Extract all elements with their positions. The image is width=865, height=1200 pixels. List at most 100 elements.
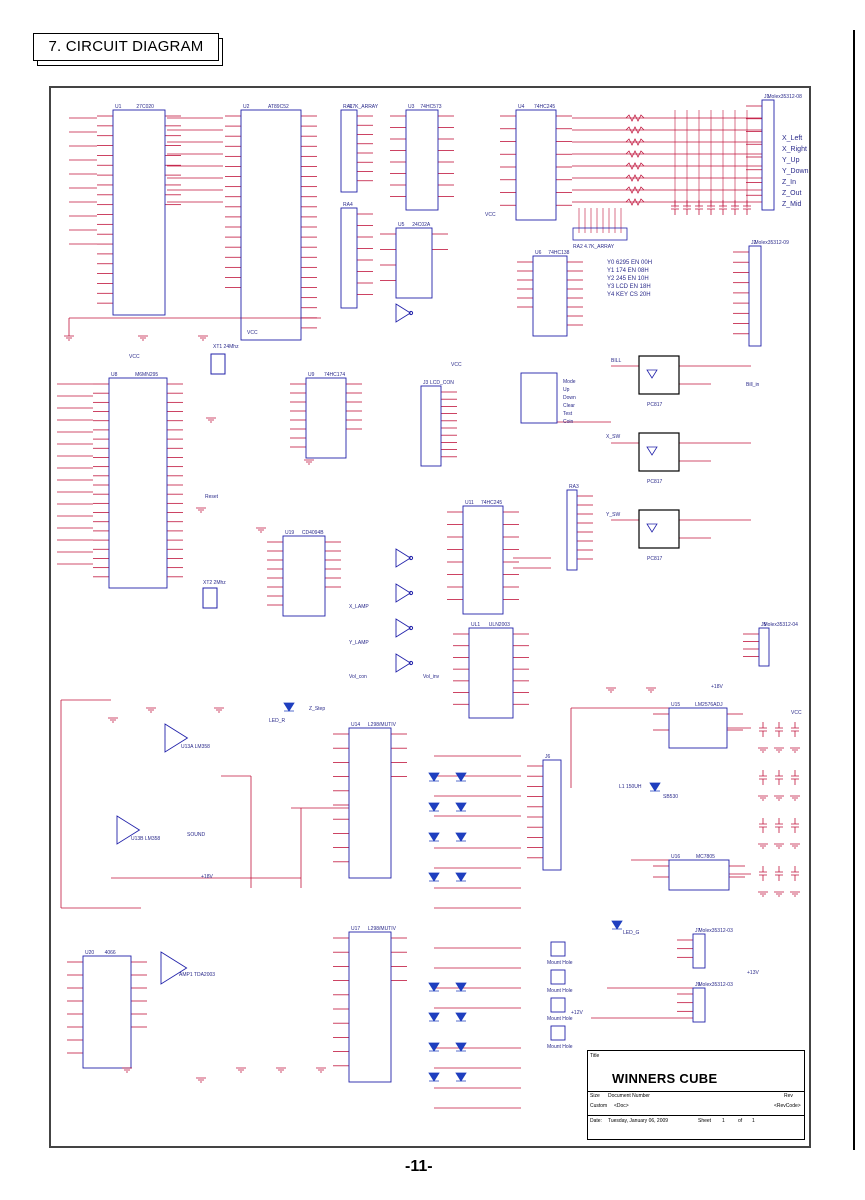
chip-ul1-ref: UL1 (471, 622, 480, 628)
switch-label: Mode (563, 379, 576, 385)
reset-label: Reset (205, 494, 219, 500)
diode (455, 1072, 467, 1082)
ground-symbol (122, 1067, 132, 1073)
chip-u2 (240, 109, 302, 341)
ground-symbol (774, 843, 784, 849)
chip-j2-part: Molex35312-09 (754, 240, 789, 246)
power-rail-label: VCC (451, 362, 462, 368)
diode (428, 772, 440, 782)
ground-symbol (236, 1067, 246, 1073)
resistor (625, 186, 645, 194)
rev-value: <RevCode> (774, 1103, 801, 1109)
of-label: of (738, 1118, 743, 1124)
capacitor (775, 866, 783, 881)
inverter-bubble (408, 310, 414, 316)
resistor (625, 138, 645, 146)
led-g-label: LED_G (623, 930, 640, 936)
joystick-label: Y_Up (782, 157, 800, 164)
diode (428, 802, 440, 812)
capacitor (759, 866, 767, 881)
chip-j9-ref: J9 (695, 982, 701, 988)
chip-u4-part: 74HC245 (534, 104, 555, 110)
ground-symbol (790, 795, 800, 801)
optocoupler (638, 509, 680, 549)
joystick-label: Y_Down (782, 168, 809, 175)
chip-u13a-label: U13A LM358 (181, 744, 210, 750)
ground-symbol (758, 843, 768, 849)
led-r-label: LED_R (269, 718, 286, 724)
part-layer (64, 99, 800, 1083)
diode (428, 872, 440, 882)
wire-layer (57, 105, 762, 1109)
opto-label: PC817 (647, 402, 663, 408)
ground-symbol (138, 335, 148, 341)
chip-j1-part: Molex35312-08 (767, 94, 802, 100)
ground-symbol (774, 747, 784, 753)
chip-u11 (462, 505, 504, 615)
crystal-xt2-label: XT2 2Mhz (203, 580, 226, 586)
diode (428, 1042, 440, 1052)
sheet-label: Sheet (698, 1118, 712, 1124)
crystal-xt1 (210, 353, 226, 375)
chip-u8-part: M6MN295 (135, 372, 158, 378)
optocoupler (638, 355, 680, 395)
rev-label: Rev (784, 1093, 793, 1099)
chip-ul1 (468, 627, 514, 719)
title-label: Title (590, 1053, 600, 1059)
diode (428, 832, 440, 842)
chip-u1-part: 27C020 (136, 104, 154, 110)
chip-u9-part: 74HC174 (324, 372, 345, 378)
chip-j6 (542, 759, 562, 871)
capacitor (719, 200, 727, 215)
chip-u16-part: MC7805 (696, 854, 715, 860)
ground-symbol (198, 335, 208, 341)
y-sw-label: Y_SW (606, 512, 620, 518)
resistor (625, 174, 645, 182)
diode (649, 782, 661, 792)
chip-u8 (108, 377, 168, 589)
docnum-label: Document Number (608, 1093, 650, 1099)
page-number: -11- (405, 1158, 433, 1175)
ground-symbol (256, 527, 266, 533)
joystick-label: Z_Mid (782, 201, 802, 208)
opto-label: PC817 (647, 556, 663, 562)
chip-u11-ref: U11 (465, 500, 474, 506)
decode-table-row: Y1 174 EN 08H (607, 268, 649, 274)
chip-u14 (348, 727, 392, 879)
size-label: Size (590, 1093, 600, 1099)
diode (455, 872, 467, 882)
diode (428, 1072, 440, 1082)
section-title-box: 7. CIRCUIT DIAGRAM (33, 33, 223, 66)
chip-u5 (395, 227, 433, 299)
chip-j6-ref: J6 (545, 754, 551, 760)
joystick-label: Z_Out (782, 190, 802, 197)
chip-j1 (761, 99, 775, 211)
chip-j3-ref: J3 (423, 380, 429, 386)
chip-ra1 (340, 109, 358, 193)
diode (428, 982, 440, 992)
chip-u14-ref: U14 (351, 722, 360, 728)
diode (455, 1042, 467, 1052)
switch-label: Clear (563, 403, 575, 409)
diode (455, 832, 467, 842)
chip-u17-part: L298/MUTIV (368, 926, 397, 932)
diode (428, 1012, 440, 1022)
capacitor (683, 200, 691, 215)
mount-hole-label: Mount Hole (547, 1044, 573, 1050)
inductor-label: L1 150UH (619, 784, 642, 790)
chip-u15 (668, 707, 728, 749)
sheet-value: 1 (722, 1118, 725, 1124)
op-amp (395, 583, 412, 603)
mount-hole-label: Mount Hole (547, 988, 573, 994)
chip-u5-part: 24C02A (412, 222, 431, 228)
inverter-bubble (408, 555, 414, 561)
diode (455, 772, 467, 782)
diode (455, 982, 467, 992)
chip-u1-ref: U1 (115, 104, 122, 110)
chip-u19 (282, 535, 326, 617)
size-value: Custom (590, 1103, 608, 1109)
mount-hole-label: Mount Hole (547, 1016, 573, 1022)
ground-symbol (214, 707, 224, 713)
